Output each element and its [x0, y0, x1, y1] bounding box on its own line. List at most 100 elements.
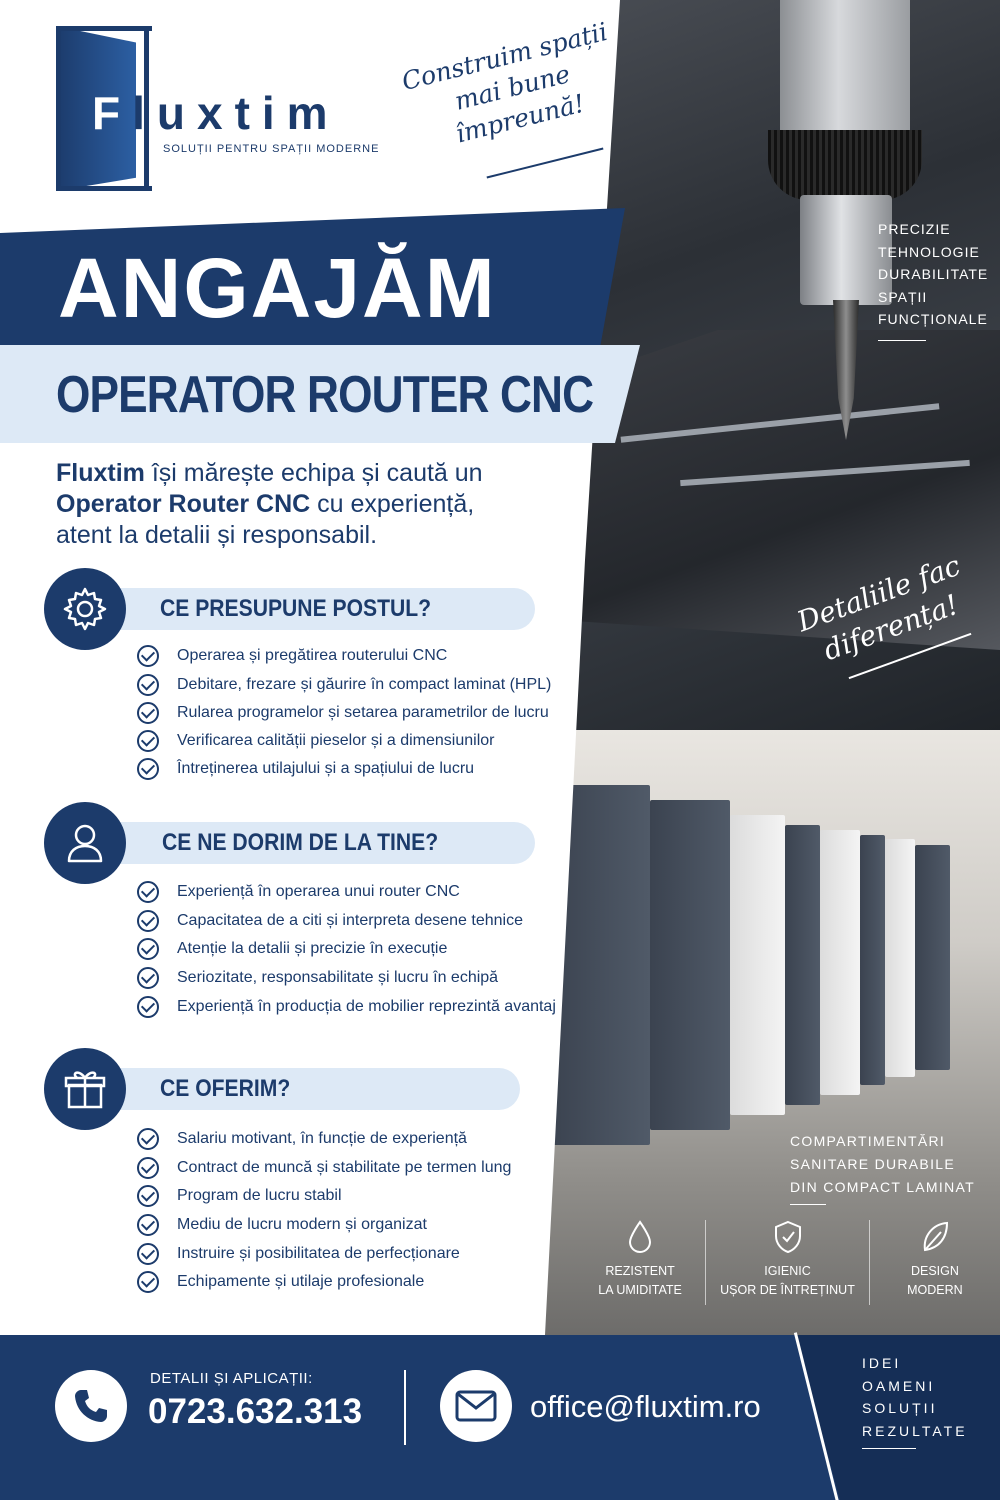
- stall-panel: [730, 815, 785, 1115]
- list-item: Mediu de lucru modern și organizat: [137, 1214, 427, 1236]
- list-item-text: Experiență în operarea unui router CNC: [177, 883, 460, 900]
- list-item: Experiență în producția de mobilier repr…: [137, 996, 556, 1018]
- divider: [878, 340, 926, 341]
- logo-door-shape: [56, 26, 136, 191]
- restroom-photo: [530, 730, 1000, 1335]
- check-icon: [137, 910, 159, 932]
- spindle-body: [800, 195, 892, 305]
- list-item-text: Întreținerea utilajului și a spațiului d…: [177, 760, 475, 777]
- list-item-text: Program de lucru stabil: [177, 1187, 342, 1204]
- check-icon: [137, 674, 159, 696]
- check-icon: [137, 1243, 159, 1265]
- stall-panel: [860, 835, 885, 1085]
- intro-fragment: își mărește echipa și caută un: [144, 459, 483, 487]
- check-icon: [137, 967, 159, 989]
- list-item-text: Operarea și pregătirea routerului CNC: [177, 647, 448, 664]
- headline-banner: [0, 208, 625, 348]
- shield-icon: [774, 1220, 801, 1254]
- tag-line: COMPARTIMENTĂRI: [790, 1133, 946, 1149]
- divider: [790, 1204, 826, 1205]
- keyword: SOLUȚII: [862, 1400, 938, 1416]
- email-address[interactable]: office@fluxtim.ro: [530, 1389, 761, 1424]
- role-name: Operator Router CNC: [56, 490, 311, 518]
- check-icon: [137, 702, 159, 724]
- list-item: Întreținerea utilajului și a spațiului d…: [137, 758, 474, 780]
- check-icon: [137, 1185, 159, 1207]
- tag-line: SPAȚII: [878, 288, 928, 305]
- feature-line: MODERN: [907, 1283, 963, 1297]
- divider: [404, 1370, 406, 1445]
- feature-line: UȘOR DE ÎNTREȚINUT: [720, 1283, 855, 1297]
- section-icon-badge: [44, 1048, 126, 1130]
- water-drop-icon: [629, 1220, 652, 1253]
- list-item-text: Salariu motivant, în funcție de experien…: [177, 1130, 467, 1147]
- logo-wordmark: Fluxtim: [92, 86, 340, 140]
- section-title: CE PRESUPUNE POSTUL?: [160, 595, 432, 622]
- phone-number[interactable]: 0723.632.313: [148, 1392, 363, 1431]
- list-item-text: Debitare, frezare și găurire în compact …: [177, 676, 552, 693]
- feature-line: LA UMIDITATE: [598, 1283, 682, 1297]
- list-item: Experiență în operarea unui router CNC: [137, 881, 460, 903]
- stall-panel: [820, 830, 860, 1095]
- logo-letters: luxtim: [132, 87, 340, 139]
- check-icon: [137, 938, 159, 960]
- section-title: CE NE DORIM DE LA TINE?: [162, 829, 439, 856]
- check-icon: [137, 645, 159, 667]
- divider: [862, 1448, 916, 1449]
- check-icon: [137, 996, 159, 1018]
- phone-icon: [75, 1390, 107, 1422]
- mail-icon-badge[interactable]: [440, 1370, 512, 1442]
- list-item: Instruire și posibilitatea de perfecțion…: [137, 1243, 460, 1265]
- list-item: Echipamente și utilaje profesionale: [137, 1271, 424, 1293]
- feature-line: DESIGN: [910, 1264, 959, 1278]
- check-icon: [137, 1157, 159, 1179]
- section-icon-badge: [44, 568, 126, 650]
- spindle-head: [780, 0, 910, 140]
- mail-icon: [455, 1390, 497, 1422]
- photo-tag-list-bottom: COMPARTIMENTĂRI SANITARE DURABILE DIN CO…: [790, 1130, 975, 1199]
- list-item-text: Contract de muncă și stabilitate pe term…: [177, 1159, 512, 1176]
- keyword: IDEI: [862, 1355, 902, 1371]
- company-name: Fluxtim: [56, 459, 145, 487]
- list-item: Contract de muncă și stabilitate pe term…: [137, 1157, 511, 1179]
- intro-text: Fluxtim își mărește echipa și caută un O…: [56, 458, 536, 551]
- spindle-brush: [768, 130, 922, 200]
- contact-label: DETALII ȘI APLICAȚII:: [150, 1370, 313, 1387]
- footer-keywords: IDEI OAMENI SOLUȚII REZULTATE: [862, 1352, 968, 1442]
- list-item-text: Capacitatea de a citi și interpreta dese…: [177, 912, 523, 929]
- list-item-text: Mediu de lucru modern și organizat: [177, 1216, 427, 1233]
- feature-line: REZISTENT: [605, 1264, 675, 1278]
- check-icon: [137, 730, 159, 752]
- cnc-photo: [530, 0, 1000, 730]
- photo-column: [530, 0, 1000, 1335]
- list-item: Seriozitate, responsabilitate și lucru î…: [137, 967, 498, 989]
- check-icon: [137, 1271, 159, 1293]
- phone-icon-badge[interactable]: [55, 1370, 127, 1442]
- section-title: CE OFERIM?: [160, 1075, 291, 1102]
- tag-line: TEHNOLOGIE: [878, 243, 980, 260]
- tag-line: SANITARE DURABILE: [790, 1156, 955, 1172]
- logo-letter: F: [92, 87, 133, 139]
- position-title: OPERATOR ROUTER CNC: [56, 366, 594, 424]
- section-header-bg: [100, 1068, 520, 1110]
- tag-line: DURABILITATE: [878, 266, 989, 283]
- check-icon: [137, 1128, 159, 1150]
- keyword: REZULTATE: [862, 1422, 968, 1439]
- check-icon: [137, 758, 159, 780]
- keyword: OAMENI: [862, 1377, 936, 1394]
- section-icon-badge: [44, 802, 126, 884]
- check-icon: [137, 881, 159, 903]
- leaf-icon: [923, 1221, 948, 1252]
- stall-panel: [885, 839, 915, 1077]
- gear-icon: [63, 587, 107, 631]
- gift-icon: [64, 1071, 106, 1109]
- list-item: Program de lucru stabil: [137, 1185, 342, 1207]
- list-item: Rularea programelor și setarea parametri…: [137, 702, 549, 724]
- feature-row: REZISTENT LA UMIDITATE IGIENIC UȘOR DE Î…: [575, 1220, 1000, 1305]
- list-item: Debitare, frezare și găurire în compact …: [137, 674, 551, 696]
- feature-item: DESIGN MODERN: [870, 1220, 1000, 1305]
- list-item-text: Verificarea calității pieselor și a dime…: [177, 732, 495, 749]
- position-banner: [0, 345, 640, 443]
- logo-frame: [144, 26, 149, 191]
- feature-item: REZISTENT LA UMIDITATE: [575, 1220, 705, 1305]
